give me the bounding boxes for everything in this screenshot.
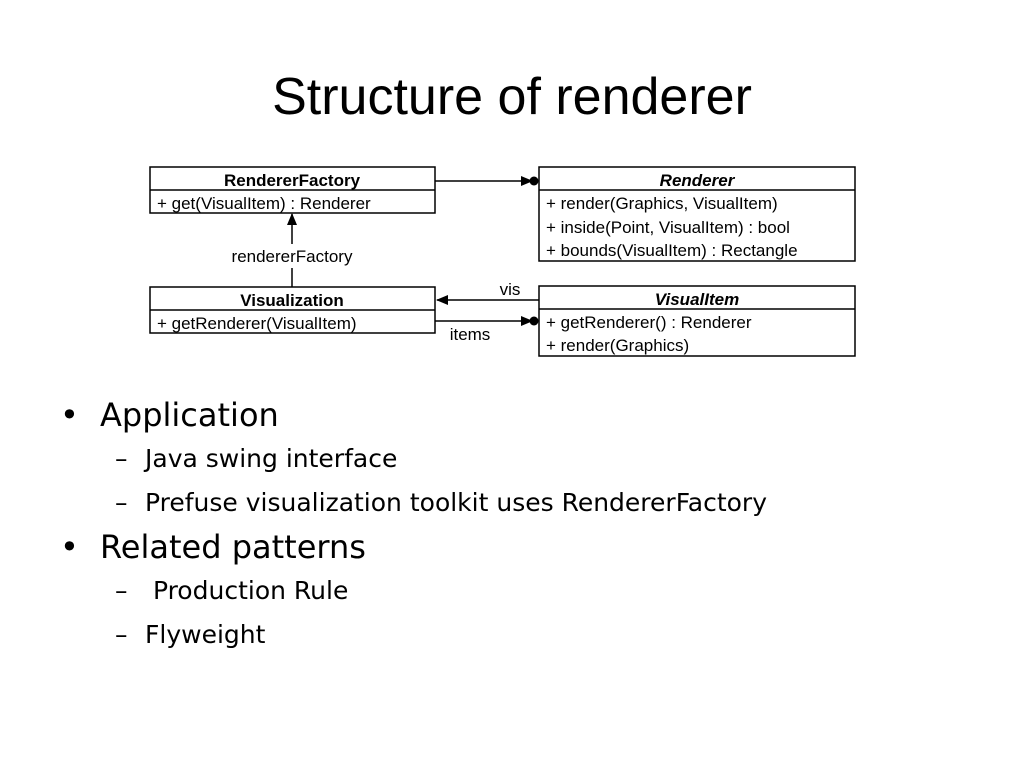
class-name-visualization: Visualization xyxy=(240,291,344,310)
sub-bullet-marker: – xyxy=(115,576,128,605)
bullet-application: • Application xyxy=(60,393,1010,437)
sub-bullet-production-rule: – Production Rule xyxy=(60,569,1010,613)
member-visual-item-render: + render(Graphics) xyxy=(546,336,689,355)
sub-bullet-text: Production Rule xyxy=(145,576,349,605)
assoc-factory-to-renderer xyxy=(435,176,539,186)
uml-class-diagram: RendererFactory + get(VisualItem) : Rend… xyxy=(149,166,856,357)
bullet-related-patterns: • Related patterns xyxy=(60,525,1010,569)
label-vis: vis xyxy=(500,280,521,299)
sub-bullet-marker: – xyxy=(115,444,128,473)
slide-title: Structure of renderer xyxy=(272,68,752,126)
assoc-visual-item-to-visualization: vis xyxy=(436,280,539,305)
class-visualization: Visualization + getRenderer(VisualItem) xyxy=(149,286,436,334)
member-renderer-bounds: + bounds(VisualItem) : Rectangle xyxy=(546,241,798,260)
assoc-visualization-to-factory: rendererFactory xyxy=(232,213,353,287)
member-renderer-inside: + inside(Point, VisualItem) : bool xyxy=(546,218,790,237)
sub-bullet-marker: – xyxy=(115,620,128,649)
member-renderer-factory-get: + get(VisualItem) : Renderer xyxy=(157,194,371,213)
bullet-list: • Application – Java swing interface – P… xyxy=(60,393,1010,657)
sub-bullet-prefuse: – Prefuse visualization toolkit uses Ren… xyxy=(60,481,1010,525)
member-renderer-render: + render(Graphics, VisualItem) xyxy=(546,194,778,213)
class-name-renderer: Renderer xyxy=(660,171,736,190)
sub-bullet-text: Flyweight xyxy=(145,620,266,649)
member-visualization-get-renderer: + getRenderer(VisualItem) xyxy=(157,314,357,333)
class-visual-item: VisualItem + getRenderer() : Renderer + … xyxy=(538,285,856,357)
bullet-marker: • xyxy=(60,396,79,434)
bullet-marker: • xyxy=(60,528,79,566)
sub-bullet-flyweight: – Flyweight xyxy=(60,613,1010,657)
class-renderer: Renderer + render(Graphics, VisualItem) … xyxy=(538,166,856,262)
class-name-renderer-factory: RendererFactory xyxy=(224,171,361,190)
bullet-text: Related patterns xyxy=(100,528,366,566)
label-items: items xyxy=(450,325,491,344)
sub-bullet-java-swing: – Java swing interface xyxy=(60,437,1010,481)
member-visual-item-get-renderer: + getRenderer() : Renderer xyxy=(546,313,752,332)
bullet-text: Application xyxy=(100,396,279,434)
sub-bullet-text: Java swing interface xyxy=(145,444,398,473)
assoc-visualization-to-visual-item: items xyxy=(435,316,539,344)
sub-bullet-marker: – xyxy=(115,488,128,517)
label-renderer-factory: rendererFactory xyxy=(232,247,353,266)
class-name-visual-item: VisualItem xyxy=(655,290,739,309)
class-renderer-factory: RendererFactory + get(VisualItem) : Rend… xyxy=(149,166,436,214)
sub-bullet-text: Prefuse visualization toolkit uses Rende… xyxy=(145,488,768,517)
